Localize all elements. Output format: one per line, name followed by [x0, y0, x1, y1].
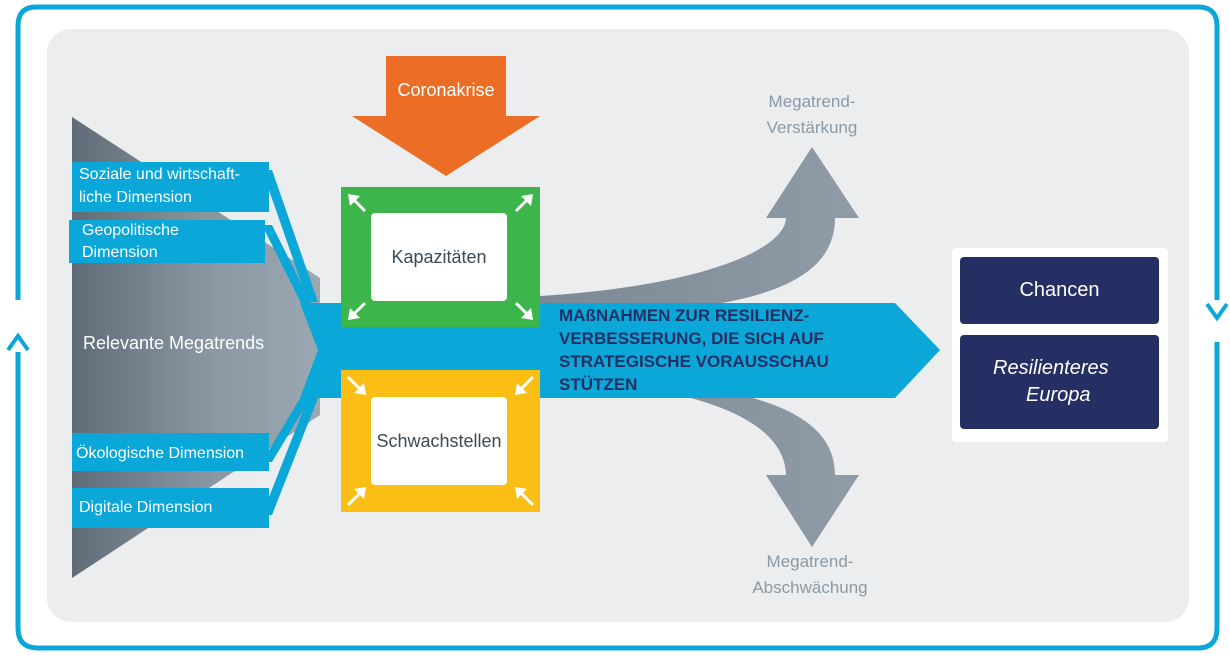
weaknesses-label: Schwachstellen [376, 430, 502, 451]
dimension-ecological-box [72, 433, 269, 471]
dimension-geopolitical-label: Geopolitische Dimension [82, 222, 179, 261]
dimension-geopolitical-box [69, 220, 265, 263]
crisis-label: Coronakrise [397, 80, 495, 100]
weakening-label: Megatrend- Abschwächung [752, 552, 868, 597]
cycle-arrow-up-icon [6, 332, 30, 352]
dimension-digital-box [72, 488, 269, 528]
resilient-europe-label: Resilienteres Europa [993, 357, 1109, 406]
amplification-flow-arrow [540, 147, 859, 316]
cycle-arrow-down-icon [1205, 302, 1229, 322]
capacities-card: Kapazitäten [371, 213, 507, 301]
amplification-label: Megatrend- Verstärkung [766, 92, 858, 137]
opportunities-box: Chancen [960, 257, 1159, 324]
resilient-europe-box: Resilienteres Europa [960, 335, 1159, 429]
dimension-social-label: Soziale und wirtschaft- liche Dimension [79, 166, 240, 206]
crisis-arrow [352, 56, 540, 176]
opportunities-label: Chancen [1019, 279, 1100, 301]
shrink-arrows-icon [346, 375, 535, 507]
cycle-frame [15, 4, 1220, 651]
weakening-flow-arrow [540, 374, 859, 547]
capacities-label: Kapazitäten [391, 246, 487, 267]
dimension-ecological-label: Ökologische Dimension [76, 445, 245, 462]
dimension-lead-lines [262, 170, 318, 515]
expand-arrows-icon [348, 194, 533, 320]
measures-label: MAßNAHMEN ZUR RESILIENZ- VERBESSERUNG, D… [559, 306, 829, 394]
dimension-digital-label: Digitale Dimension [79, 499, 213, 516]
weaknesses-card: Schwachstellen [371, 397, 507, 485]
megatrends-label: Relevante Megatrends [83, 333, 265, 353]
dimension-social-box [72, 162, 269, 212]
